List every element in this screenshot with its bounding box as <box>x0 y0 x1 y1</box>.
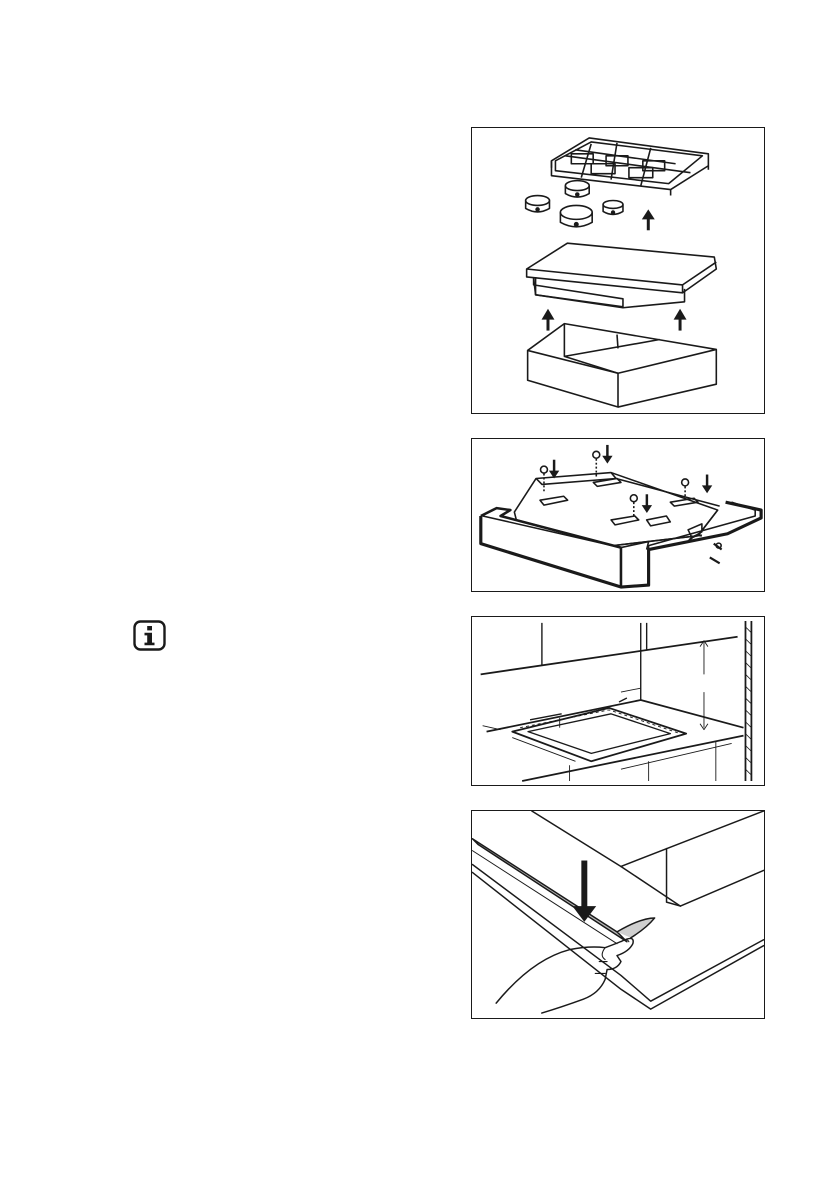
hob-top-plate <box>527 243 717 308</box>
figure-worktop-cutout-dimensions <box>471 616 765 786</box>
fixing-brackets <box>540 478 702 537</box>
info-icon <box>133 620 166 651</box>
seal-strip <box>472 839 654 944</box>
worktop-surface <box>472 811 763 1009</box>
pan-support-grid <box>551 138 708 196</box>
press-arrow <box>572 861 596 922</box>
side-wall <box>745 621 751 781</box>
figure-hob-disassembly <box>471 127 765 414</box>
wall-cabinet <box>481 623 738 674</box>
burner-caps <box>526 181 623 227</box>
figure-applying-seal-strip <box>471 810 765 1019</box>
worktop <box>487 623 744 781</box>
figure-hob-fixing-brackets <box>471 438 765 592</box>
lift-arrows <box>542 209 687 330</box>
hob-base-tray <box>528 324 717 407</box>
hand <box>496 938 633 1013</box>
cutout <box>512 698 686 761</box>
dimension-lines <box>483 641 732 781</box>
